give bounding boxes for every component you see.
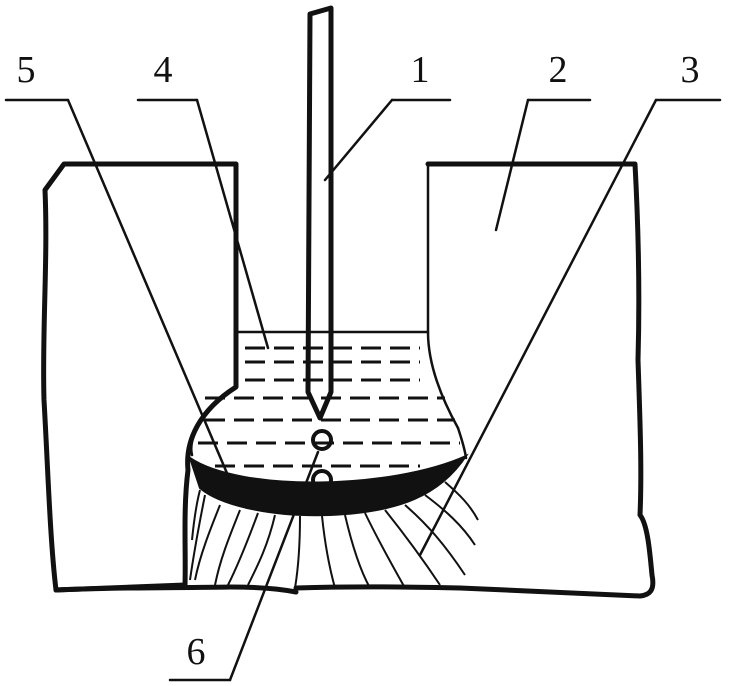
columnar-grains [189,481,479,589]
weld-pool-left-wall [190,385,238,457]
left-plate [41,161,239,593]
bottom-edge [53,584,463,595]
label-2: 2 [549,49,568,91]
leader-lines [4,98,722,682]
label-4: 4 [154,49,173,91]
right-plate-outline [425,161,656,599]
label-3: 3 [681,49,700,91]
label-6: 6 [187,631,206,673]
label-5: 5 [17,49,36,91]
label-1: 1 [411,49,430,91]
bubble-upper [311,429,333,451]
right-plate [426,162,460,430]
electrode [305,5,334,421]
bubble-lower [311,469,333,491]
